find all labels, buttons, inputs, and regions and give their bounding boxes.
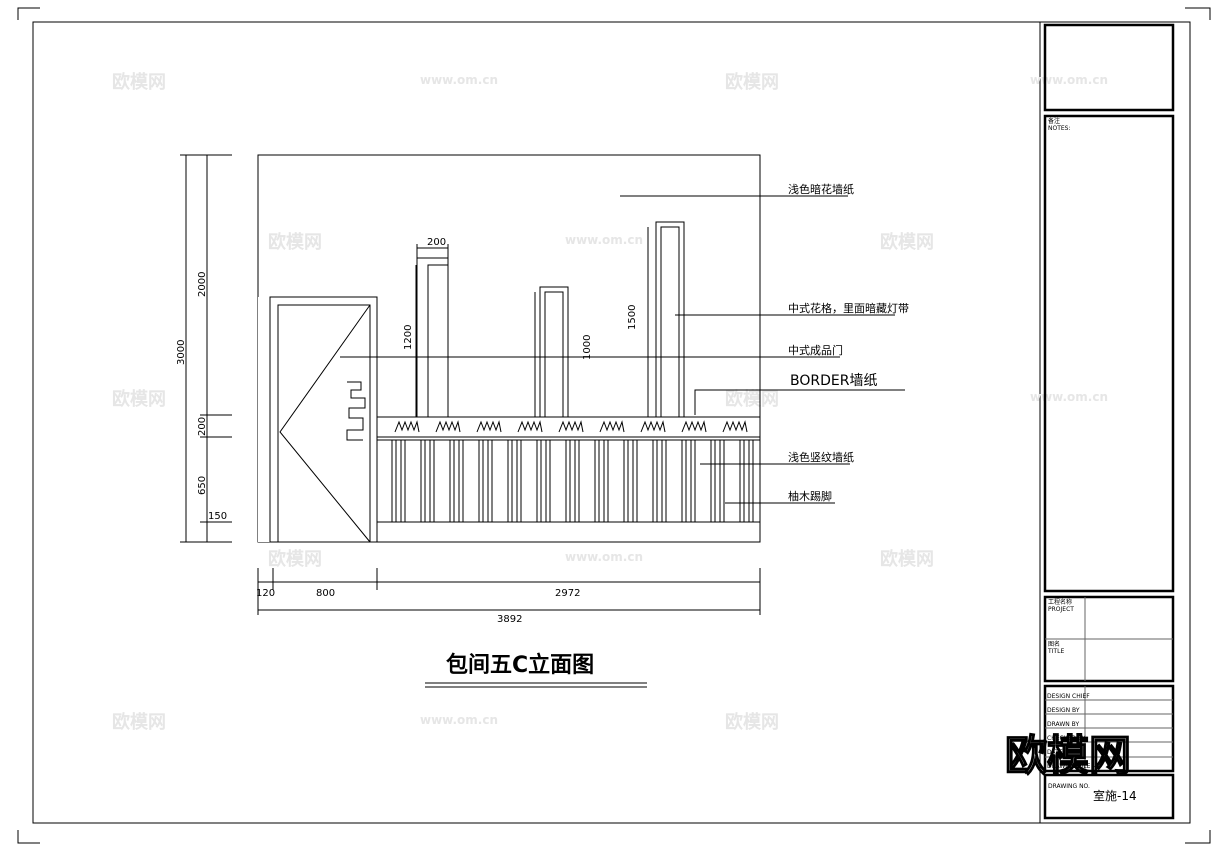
dimensions: 3000 2000 200 650 150 120 800 2972 3892 …	[176, 154, 761, 625]
annotations: 浅色暗花墙纸 中式花格，里面暗藏灯带 中式成品门 BORDER墙纸 浅色竖纹墙纸…	[340, 182, 909, 504]
watermark: 欧模网 www.om.cn 欧模网 www.om.cn 欧模网 www.om.cn 欧模…	[112, 71, 1108, 733]
border-motif	[435, 420, 461, 433]
border-motif	[476, 420, 502, 433]
svg-text:欧模网: 欧模网	[880, 548, 934, 570]
svg-text:DRAWING FILE: DRAWING FILE	[1047, 763, 1091, 770]
watermark-logo: 欧模网	[1005, 731, 1131, 780]
label-door: 中式成品门	[788, 343, 843, 357]
label-lattice: 中式花格，里面暗藏灯带	[788, 301, 909, 315]
svg-text:DESIGN BY: DESIGN BY	[1047, 707, 1080, 714]
svg-text:欧模网: 欧模网	[725, 71, 779, 93]
label-border: BORDER墙纸	[790, 373, 877, 389]
elevation	[257, 154, 761, 543]
border-motif	[558, 420, 584, 433]
border-motif	[640, 420, 666, 433]
svg-text:650: 650	[197, 476, 208, 495]
svg-text:欧模网: 欧模网	[880, 231, 934, 253]
svg-text:欧模网: 欧模网	[112, 711, 166, 733]
label-stripe: 浅色竖纹墙纸	[788, 450, 854, 464]
svg-text:www.om.cn: www.om.cn	[1030, 73, 1108, 87]
svg-text:3000: 3000	[176, 340, 187, 365]
svg-text:200: 200	[197, 417, 208, 436]
svg-text:DRAWING NO.: DRAWING NO.	[1048, 783, 1090, 790]
svg-text:2000: 2000	[197, 272, 208, 297]
svg-text:欧模网: 欧模网	[112, 71, 166, 93]
svg-text:欧模网: 欧模网	[268, 231, 322, 253]
svg-text:150: 150	[208, 511, 227, 522]
svg-text:www.om.cn: www.om.cn	[420, 73, 498, 87]
svg-text:www.om.cn: www.om.cn	[565, 550, 643, 564]
title-block: 备注 NOTES: 工程名称 PROJECT 图名 TITLE DESIGN C…	[1004, 23, 1175, 820]
svg-text:DESIGN CHIEF: DESIGN CHIEF	[1047, 693, 1090, 700]
border-motif	[599, 420, 625, 433]
lattice-screen	[416, 221, 685, 418]
svg-text:工程名称: 工程名称	[1048, 598, 1072, 606]
page-title: 包间五C立面图	[446, 652, 594, 678]
svg-text:1200: 1200	[403, 325, 414, 350]
border-motif	[517, 420, 543, 433]
svg-text:120: 120	[256, 588, 275, 599]
border-motif	[681, 420, 707, 433]
svg-text:2972: 2972	[555, 588, 580, 599]
border-motif	[722, 420, 748, 433]
svg-text:欧模网: 欧模网	[725, 711, 779, 733]
svg-text:CHECKED BY: CHECKED BY	[1047, 735, 1086, 742]
drawing-number: 室施-14	[1093, 788, 1137, 803]
svg-text:备注: 备注	[1048, 117, 1060, 125]
svg-text:www.om.cn: www.om.cn	[1030, 390, 1108, 404]
svg-text:欧模网: 欧模网	[725, 388, 779, 410]
svg-text:TITLE: TITLE	[1047, 648, 1064, 655]
label-skirting: 柚木踢脚	[788, 489, 832, 503]
border-motif	[394, 420, 420, 433]
door	[258, 296, 378, 543]
label-wallpaper: 浅色暗花墙纸	[788, 182, 854, 196]
svg-text:DRAWN BY: DRAWN BY	[1047, 721, 1079, 728]
svg-text:1000: 1000	[582, 335, 593, 360]
svg-text:3892: 3892	[497, 614, 522, 625]
svg-text:PROJECT: PROJECT	[1048, 606, 1074, 613]
svg-text:NOTES:: NOTES:	[1048, 125, 1071, 132]
svg-text:DATE: DATE	[1047, 749, 1063, 756]
svg-text:1500: 1500	[627, 305, 638, 330]
stripe-wallpaper	[391, 440, 754, 522]
svg-text:200: 200	[427, 237, 446, 248]
svg-text:欧模网: 欧模网	[268, 548, 322, 570]
svg-text:欧模网: 欧模网	[112, 388, 166, 410]
sheet-frame	[17, 7, 1211, 844]
svg-text:www.om.cn: www.om.cn	[565, 233, 643, 247]
border-motifs	[394, 420, 748, 433]
svg-text:图名: 图名	[1048, 640, 1060, 648]
svg-text:www.om.cn: www.om.cn	[420, 713, 498, 727]
svg-text:800: 800	[316, 588, 335, 599]
